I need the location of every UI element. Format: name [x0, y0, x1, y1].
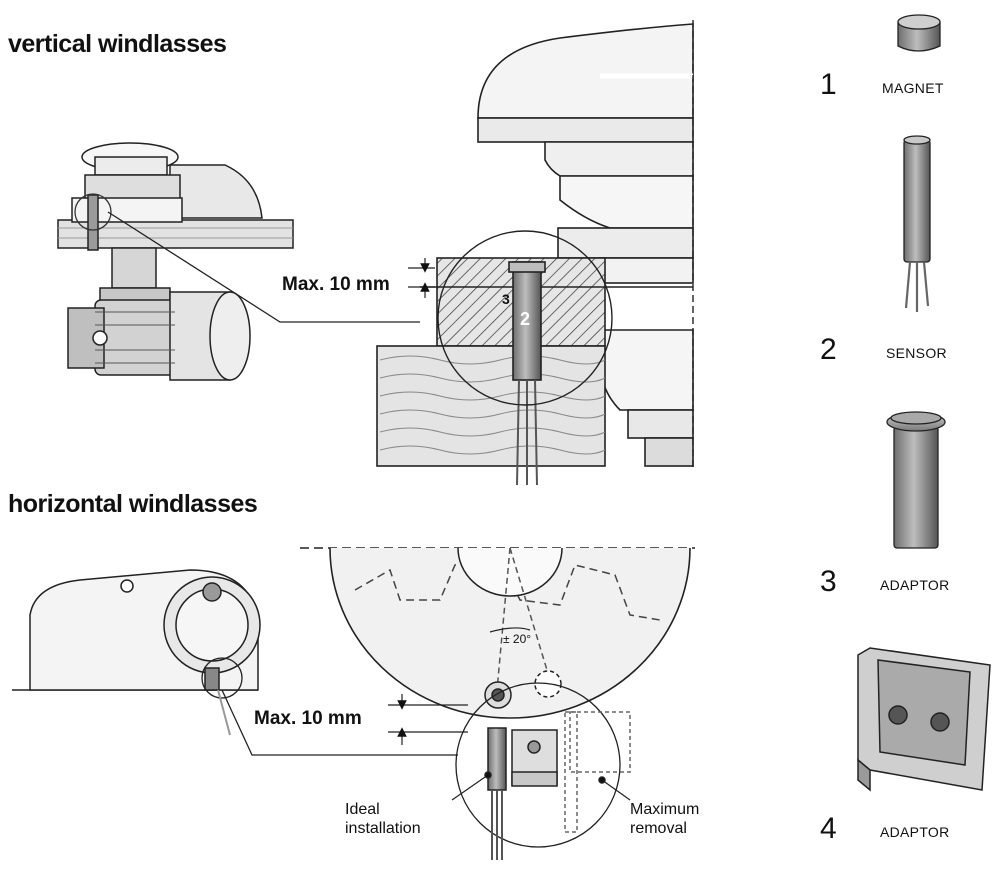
horizontal-max-dimension: Max. 10 mm — [254, 708, 362, 729]
adaptor-inline-label: 3 — [502, 291, 510, 307]
adaptor-bracket-icon — [857, 647, 991, 792]
part-4-number: 4 — [820, 812, 837, 845]
horizontal-heading: horizontal windlasses — [8, 490, 258, 518]
part-3-name: ADAPTOR — [880, 577, 950, 593]
part-4-name: ADAPTOR — [880, 824, 950, 840]
angle-label: ± 20° — [503, 632, 532, 646]
sensor-icon — [903, 135, 931, 312]
part-1-number: 1 — [820, 68, 837, 101]
vertical-heading: vertical windlasses — [8, 30, 227, 58]
horizontal-windlass-overview — [12, 569, 458, 756]
part-1-name: MAGNET — [882, 80, 944, 96]
ideal-installation-callout: Ideal installation — [345, 801, 421, 837]
adaptor-cylinder-icon — [886, 411, 946, 549]
magnet-icon — [897, 14, 941, 52]
part-3-number: 3 — [820, 565, 837, 598]
vertical-windlass-overview — [57, 142, 420, 381]
part-2-name: SENSOR — [886, 345, 947, 361]
vertical-windlass-detail — [376, 20, 694, 486]
sensor-inline-label: 2 — [520, 309, 531, 329]
part-2-number: 2 — [820, 333, 837, 366]
horizontal-windlass-detail — [300, 547, 695, 860]
vertical-max-dimension: Max. 10 mm — [282, 274, 390, 295]
maximum-removal-callout: Maximum removal — [630, 801, 700, 837]
